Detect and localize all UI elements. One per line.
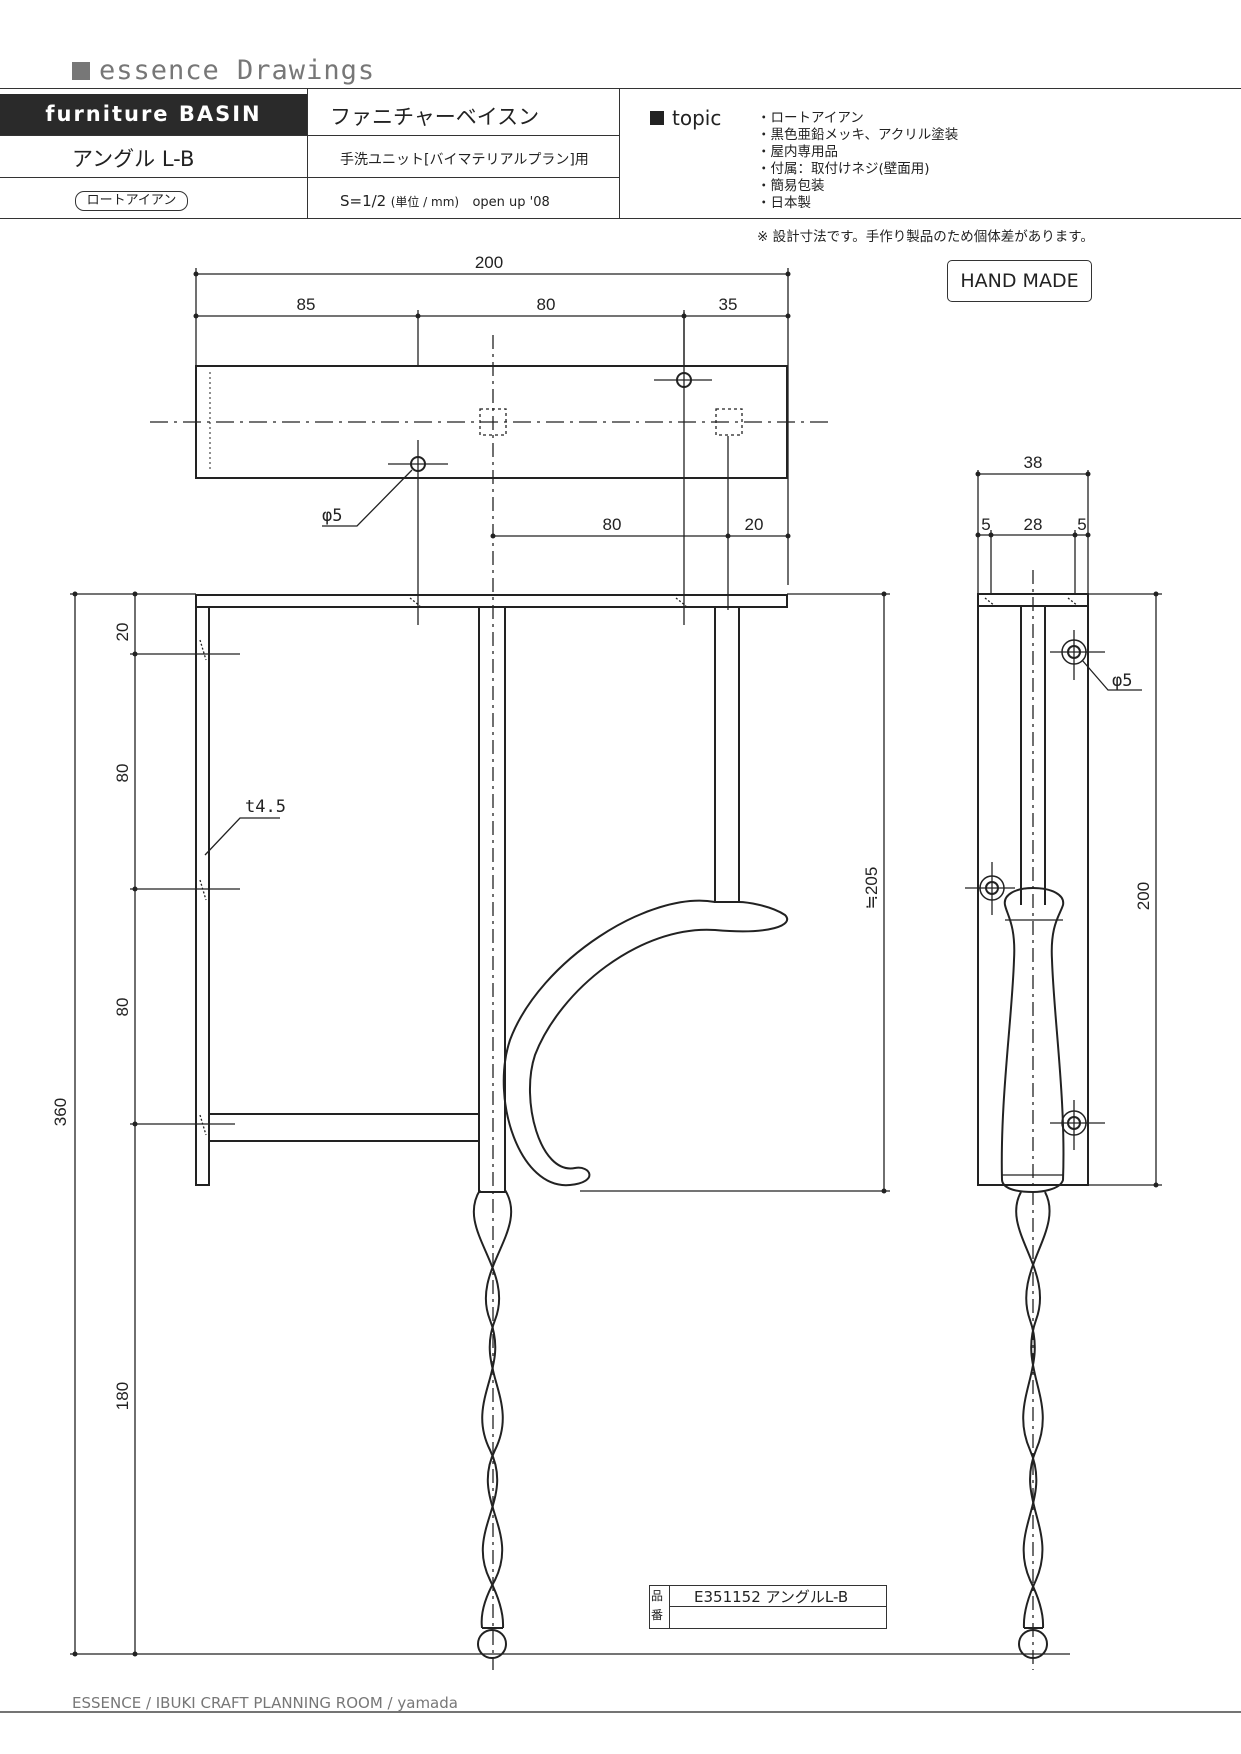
dim-top-a: 85 — [297, 295, 316, 314]
hand-made-badge: HAND MADE — [947, 260, 1092, 302]
category-ja-label: ファニチャーベイスン — [330, 105, 540, 129]
title-block-top-rule — [0, 88, 1241, 89]
dim-thickness: t4.5 — [245, 797, 286, 817]
dim-left-80a: 80 — [113, 764, 132, 783]
title-block-divider-1 — [307, 88, 308, 218]
category-label: furniture BASIN — [45, 102, 262, 126]
topic-item: ・日本製 — [757, 195, 811, 211]
dim-left-80b: 80 — [113, 998, 132, 1017]
towel-hook — [502, 899, 788, 1187]
part-number-rule — [669, 1606, 886, 1607]
dim-left-180: 180 — [113, 1382, 132, 1410]
topic-list: ・ロートアイアン ・黒色亜鉛メッキ、アクリル塗装 ・屋内専用品 ・付属：取付けネ… — [757, 110, 958, 212]
front-shelf-bar — [208, 1113, 480, 1142]
design-note: ※ 設計寸法です。手作り製品のため個体差があります。 — [757, 229, 1094, 245]
brand-title: essence Drawings — [72, 55, 375, 86]
topic-heading: topic — [650, 106, 721, 130]
scale-unit: (単位 / mm) — [390, 195, 460, 209]
front-top-bar — [195, 594, 788, 608]
topic-item: ・黒色亜鉛メッキ、アクリル塗装 — [757, 127, 959, 143]
dim-top-total: 200 — [475, 253, 503, 272]
dim-lower-a: 80 — [603, 515, 622, 534]
dim-side-28: 28 — [1024, 515, 1043, 534]
topic-item: ・簡易包装 — [757, 178, 825, 194]
square-bullet-icon — [72, 62, 90, 80]
dim-hole-top: φ5 — [322, 506, 342, 526]
open-date: open up '08 — [472, 195, 550, 210]
side-rod-end-ball — [1018, 1629, 1048, 1659]
dim-lower-b: 20 — [745, 515, 764, 534]
dim-left-360: 360 — [51, 1098, 70, 1126]
dimension-ticks — [72, 271, 1159, 1657]
topic-item: ・ロートアイアン — [757, 110, 864, 126]
dim-side-5b: 5 — [1077, 515, 1086, 534]
topic-item: ・付属：取付けネジ(壁面用) — [757, 161, 930, 177]
wooden-grip — [1000, 886, 1065, 1194]
dim-top-b: 80 — [537, 295, 556, 314]
material-tag: ロートアイアン — [75, 191, 188, 211]
dim-side-hole: φ5 — [1112, 671, 1132, 691]
part-number-value: E351152 アングルL-B — [694, 1588, 849, 1606]
front-main-rod — [478, 606, 506, 1193]
dim-left-20: 20 — [113, 623, 132, 642]
dim-hook-height: ≒205 — [862, 867, 881, 910]
dim-side-200: 200 — [1134, 882, 1153, 910]
product-name: アングル L-B — [72, 147, 195, 171]
scale-value: S=1/2 — [340, 192, 387, 210]
part-number-label: 品番 — [651, 1589, 664, 1622]
square-bullet-icon — [650, 111, 664, 125]
title-block-divider-2 — [619, 88, 620, 218]
scale-label: S=1/2 (単位 / mm) open up '08 — [340, 192, 550, 210]
topic-title: topic — [672, 106, 722, 130]
dim-side-38: 38 — [1024, 453, 1043, 472]
brand-text: essence Drawings — [99, 55, 376, 86]
title-block-rule-1 — [0, 135, 620, 136]
title-block-rule-2 — [0, 177, 620, 178]
footer-credit: ESSENCE / IBUKI CRAFT PLANNING ROOM / ya… — [72, 1694, 458, 1712]
topic-item: ・屋内専用品 — [757, 144, 838, 160]
category-banner — [0, 94, 307, 135]
front-short-rod — [714, 606, 740, 903]
dim-side-5a: 5 — [981, 515, 990, 534]
rod-end-ball — [477, 1629, 507, 1659]
dim-top-c: 35 — [719, 295, 738, 314]
front-left-leg — [195, 606, 210, 1186]
title-block-bottom-rule — [0, 218, 1241, 219]
part-number-box — [649, 1585, 887, 1629]
usage-label: 手洗ユニット[バイマテリアルプラン]用 — [340, 152, 589, 168]
